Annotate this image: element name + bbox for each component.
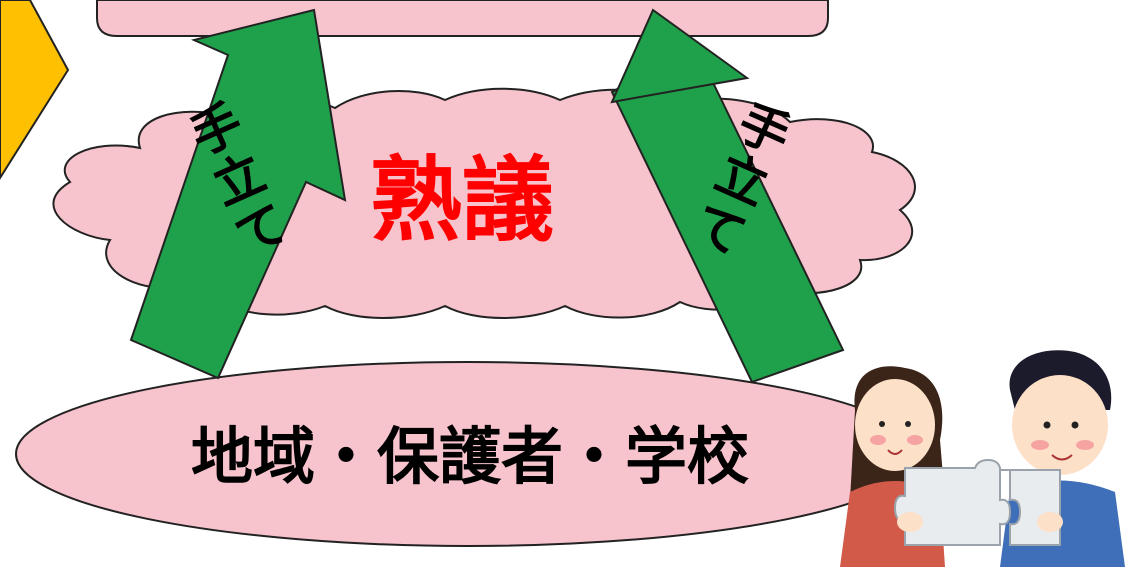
right-arrow-head	[610, 8, 750, 104]
top-box	[96, 0, 829, 37]
cloud-label: 熟議	[370, 147, 554, 254]
two-people-holding-puzzle-pieces-icon	[840, 350, 1125, 567]
ellipse-label: 地域・保護者・学校	[191, 420, 749, 493]
yellow-chevron-shape	[0, 0, 70, 180]
left-arrow-shape	[129, 8, 347, 380]
